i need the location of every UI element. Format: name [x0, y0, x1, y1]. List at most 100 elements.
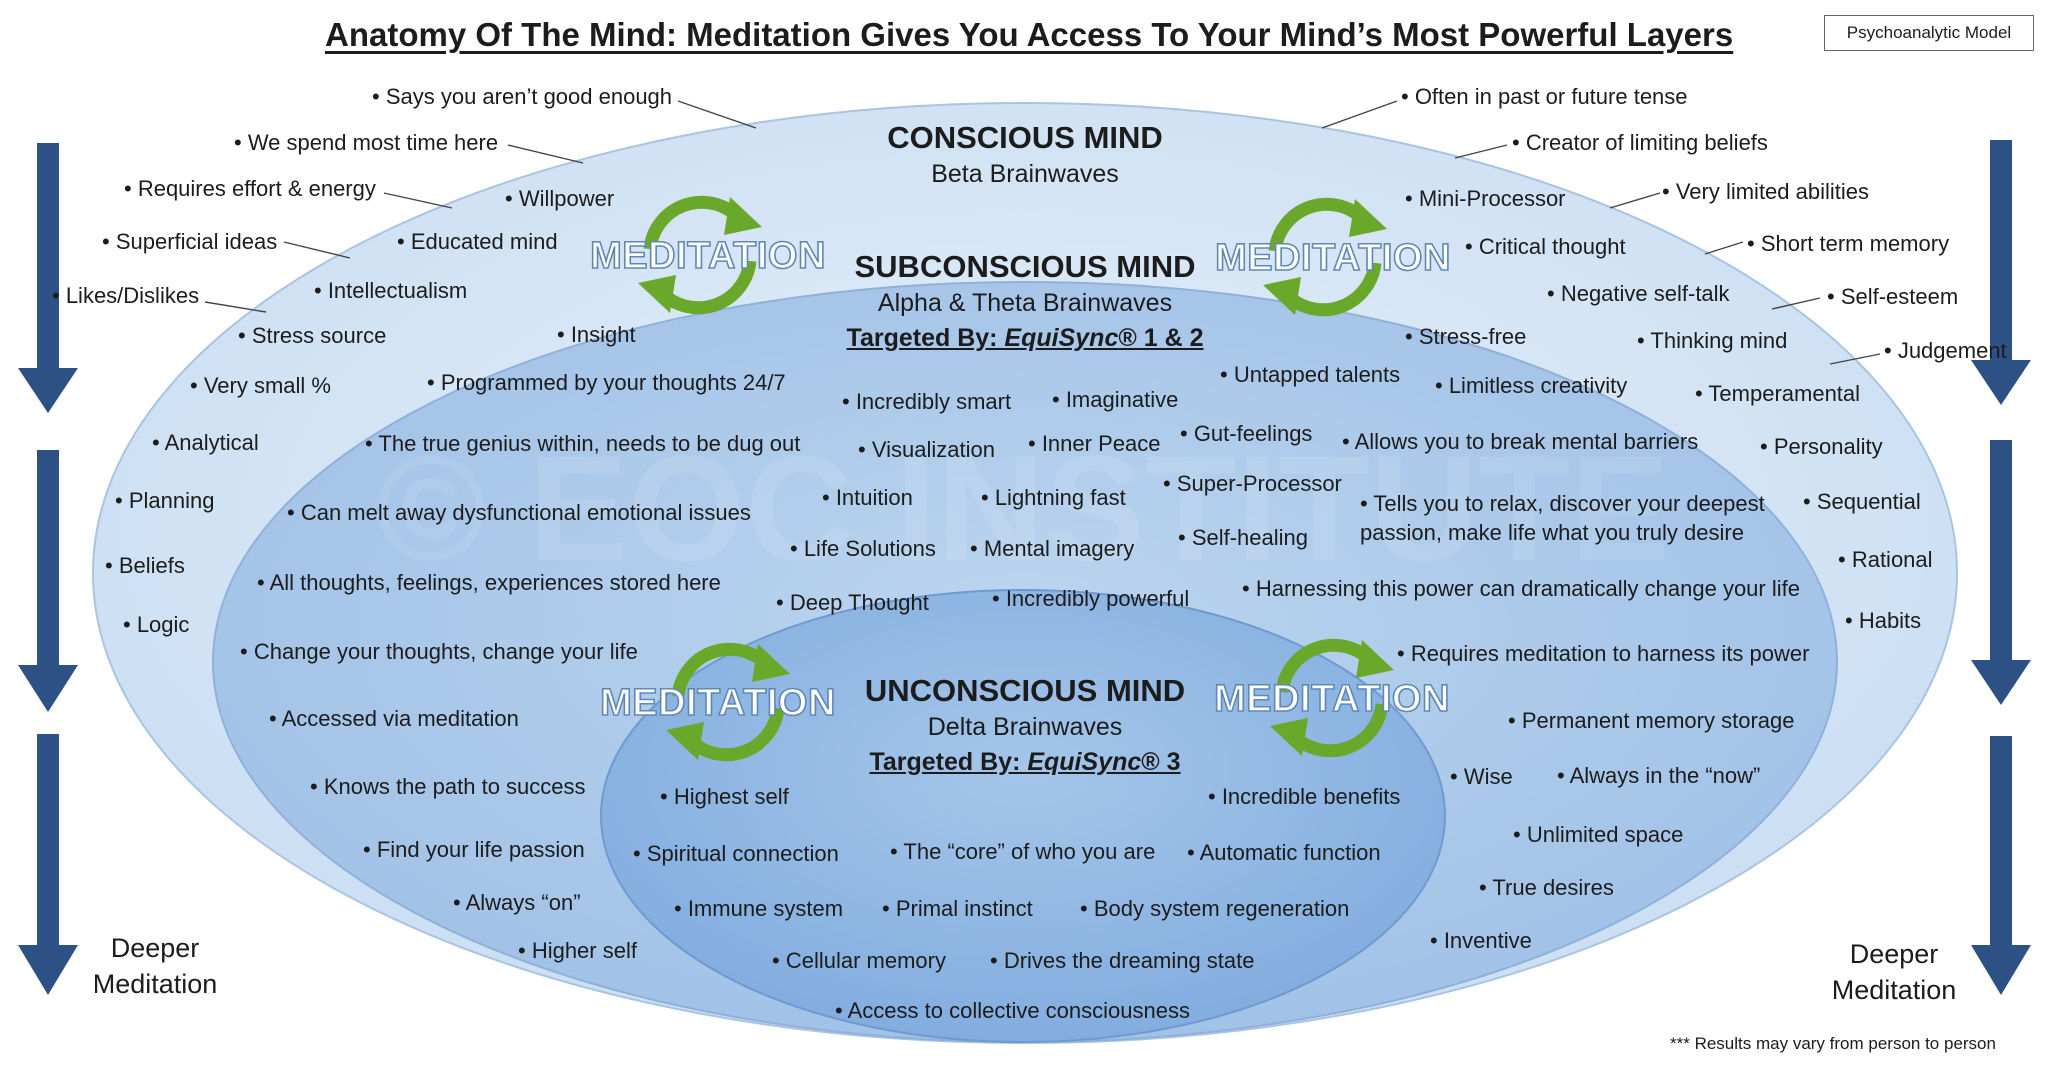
targeted-suffix: ® 1 & 2	[1118, 324, 1204, 352]
meditation-label: MEDITATION	[590, 235, 826, 277]
unconscious-heading: UNCONSCIOUS MIND Delta Brainwaves Target…	[865, 673, 1185, 777]
meditation-label: MEDITATION	[600, 682, 836, 724]
list-item: • Educated mind	[397, 229, 558, 254]
conscious-heading: CONSCIOUS MIND Beta Brainwaves	[887, 120, 1163, 189]
list-item: • Beliefs	[105, 553, 185, 578]
unconscious-title: UNCONSCIOUS MIND	[864, 673, 1186, 708]
list-item: • Visualization	[858, 437, 995, 462]
list-item: • Gut-feelings	[1180, 421, 1313, 446]
list-item: • Life Solutions	[790, 536, 936, 561]
meditation-cycle-bottom-right: MEDITATION	[1213, 638, 1450, 758]
list-item: • Drives the dreaming state	[990, 948, 1255, 973]
list-item: • Superficial ideas	[102, 229, 278, 254]
list-item: • Says you aren’t good enough	[372, 84, 673, 109]
list-item: • We spend most time here	[234, 130, 499, 155]
list-item: • Sequential	[1803, 489, 1921, 514]
targeted-prefix: Targeted By:	[869, 748, 1028, 776]
list-item: • Very limited abilities	[1662, 179, 1870, 204]
unconscious-layer	[600, 589, 1446, 1043]
deeper-line-2: Meditation	[1831, 975, 1957, 1006]
meditation-cycle-top-right: MEDITATION	[1214, 197, 1451, 317]
list-item: • Tells you to relax, discover your deep…	[1360, 491, 1765, 545]
recycle-arrows-icon	[671, 642, 785, 762]
list-item: • Personality	[1760, 434, 1883, 459]
list-item: • Critical thought	[1465, 234, 1626, 259]
list-item: • All thoughts, feelings, experiences st…	[257, 570, 721, 595]
conscious-title: CONSCIOUS MIND	[887, 120, 1163, 155]
arrows	[18, 140, 2031, 995]
list-item: • Requires meditation to harness its pow…	[1397, 641, 1810, 666]
meditation-label: MEDITATION	[1215, 237, 1451, 279]
list-item: • Intellectualism	[314, 278, 468, 303]
list-item: • Logic	[123, 612, 190, 637]
deeper-meditation-right: Deeper Meditation	[1804, 936, 1984, 1009]
list-item: • Temperamental	[1695, 381, 1861, 406]
list-item: • Find your life passion	[363, 837, 585, 862]
deeper-meditation-left: Deeper Meditation	[65, 930, 245, 1003]
list-item: • Analytical	[152, 430, 259, 455]
meditation-label: MEDITATION	[1214, 678, 1450, 720]
meditation-cycle-top-left: MEDITATION	[589, 195, 826, 315]
list-item: • True desires	[1479, 875, 1614, 900]
arrow-down-icon	[18, 734, 78, 995]
list-item: • The “core” of who you are	[890, 839, 1156, 864]
list-item: • Very small %	[190, 373, 331, 398]
list-item: • Judgement	[1884, 338, 2007, 363]
subconscious-subtitle: Alpha & Theta Brainwaves	[877, 289, 1173, 317]
leader-lines	[204, 100, 1881, 365]
list-item: • Accessed via meditation	[269, 706, 519, 731]
list-item: • Cellular memory	[772, 948, 946, 973]
arrow-down-icon	[18, 143, 78, 413]
list-item: • Imaginative	[1052, 387, 1179, 412]
equisync-brand: EquiSync	[1027, 748, 1142, 776]
list-item: • Lightning fast	[981, 485, 1126, 510]
subconscious-title: SUBCONSCIOUS MIND	[854, 249, 1196, 284]
list-item: • Body system regeneration	[1080, 896, 1350, 921]
list-item: • Incredibly smart	[842, 389, 1012, 414]
list-item: • Immune system	[674, 896, 844, 921]
list-item: • Inventive	[1430, 928, 1532, 953]
list-item: • Access to collective consciousness	[835, 998, 1190, 1023]
conscious-subtitle: Beta Brainwaves	[931, 160, 1119, 188]
deeper-line-2: Meditation	[92, 969, 218, 1000]
subconscious-heading: SUBCONSCIOUS MIND Alpha & Theta Brainwav…	[847, 249, 1204, 353]
list-item: • Wise	[1450, 764, 1513, 789]
list-item: • Intuition	[822, 485, 913, 510]
unconscious-subtitle: Delta Brainwaves	[927, 713, 1123, 741]
list-item: • Likes/Dislikes	[52, 283, 200, 308]
list-item: • Limitless creativity	[1435, 373, 1628, 398]
recycle-arrows-icon	[1268, 197, 1382, 317]
list-item: • Permanent memory storage	[1508, 708, 1795, 733]
list-item: • Habits	[1845, 608, 1922, 633]
list-item: • Stress-free	[1405, 324, 1527, 349]
list-item: • Untapped talents	[1220, 362, 1401, 387]
list-item: • Allows you to break mental barriers	[1342, 429, 1699, 454]
list-item: • Can melt away dysfunctional emotional …	[287, 500, 751, 525]
page-title: Anatomy Of The Mind: Meditation Gives Yo…	[325, 16, 1734, 53]
list-item: • Automatic function	[1187, 840, 1381, 865]
list-item: • Stress source	[238, 323, 387, 348]
list-item: • Self-healing	[1178, 525, 1309, 550]
list-item: • Harnessing this power can dramatically…	[1242, 576, 1800, 601]
list-item: • Always “on”	[453, 890, 581, 915]
meditation-cycle-bottom-left: MEDITATION	[599, 642, 836, 762]
list-item: • Deep Thought	[776, 590, 929, 615]
list-item: • Rational	[1838, 547, 1933, 572]
list-item: • Requires effort & energy	[124, 176, 376, 201]
list-item: • Higher self	[518, 938, 637, 963]
arrow-down-icon	[1971, 140, 2031, 405]
list-item: • Unlimited space	[1513, 822, 1684, 847]
list-item: • The true genius within, needs to be du…	[365, 431, 801, 456]
deeper-line-1: Deeper	[110, 933, 200, 963]
subconscious-targeted: Targeted By: EquiSync® 1 & 2	[847, 324, 1204, 353]
list-item: • Willpower	[505, 186, 615, 211]
list-item: • Inner Peace	[1028, 431, 1161, 456]
list-item: • Short term memory	[1747, 231, 1950, 256]
list-item: • Highest self	[660, 784, 789, 809]
list-item: • Incredibly powerful	[992, 586, 1190, 611]
list-item: • Insight	[557, 322, 636, 347]
list-item: • Mental imagery	[970, 536, 1135, 561]
list-item: • Mini-Processor	[1405, 186, 1566, 211]
